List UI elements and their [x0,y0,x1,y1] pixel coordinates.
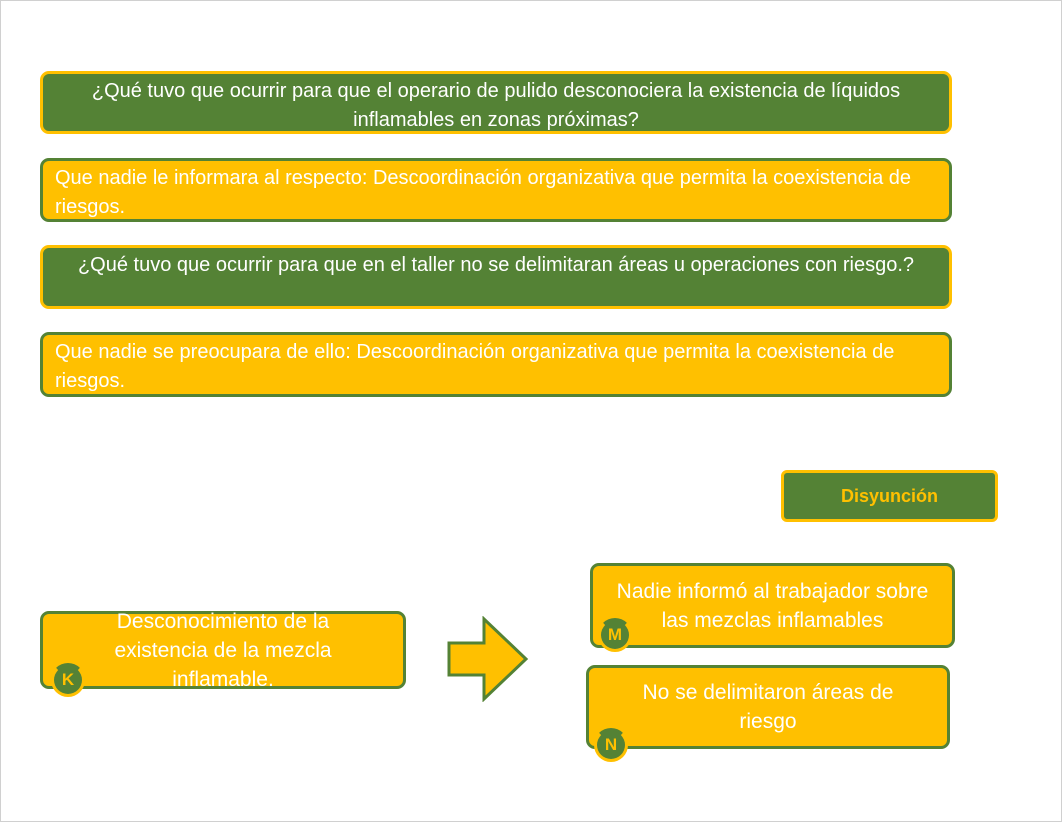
node-m-text: Nadie informó al trabajador sobre las me… [616,579,929,632]
node-k-badge: K [51,663,85,697]
arrow-right-icon [447,616,529,702]
node-m-badge: M [598,618,632,652]
node-n-text: No se delimitaron áreas de riesgo [642,681,894,733]
disjunction-label: Disyunción [781,470,998,522]
node-k: Desconocimiento de la existencia de la m… [40,610,406,691]
answer-2: Que nadie se preocupara de ello: Descoor… [40,332,952,397]
question-2: ¿Qué tuvo que ocurrir para que en el tal… [40,245,952,309]
node-n-badge: N [594,728,628,762]
answer-1: Que nadie le informara al respecto: Desc… [40,158,952,222]
node-n: No se delimitaron áreas de riesgo [586,665,950,749]
node-k-text: Desconocimiento de la existencia de la m… [114,609,332,691]
node-m: Nadie informó al trabajador sobre las me… [590,563,955,648]
question-1: ¿Qué tuvo que ocurrir para que el operar… [40,71,952,134]
